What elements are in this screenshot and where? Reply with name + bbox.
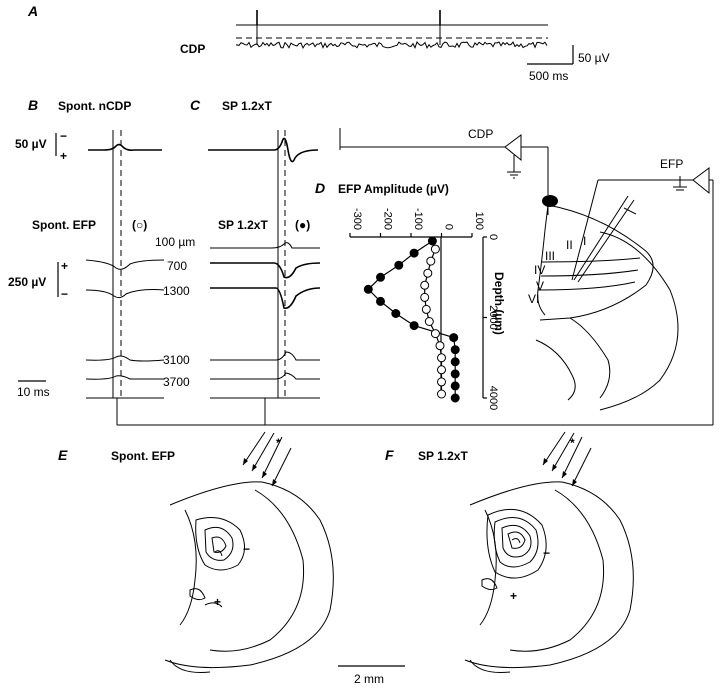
data-point-open-circle [421, 304, 431, 314]
panel-c-traces [208, 130, 321, 399]
cdp-electrode-icon [542, 195, 558, 207]
data-point-filled-circle [427, 236, 437, 246]
sp-efp-label: SP 1.2xT [218, 218, 268, 232]
x-tick-label: -100 [412, 208, 424, 230]
depth-label: 3700 [163, 375, 190, 389]
data-point-filled-circle [450, 357, 460, 367]
efp-amplifier-icon [598, 167, 714, 195]
data-point-open-circle [430, 329, 440, 339]
lamina-label: V [536, 279, 544, 293]
panel-b-title: Spont. nCDP [58, 99, 131, 113]
x-tick-label: 100 [473, 212, 485, 230]
x-tick-label: 0 [443, 224, 455, 230]
x-tick-label: -200 [382, 208, 394, 230]
x-tick-label: -300 [351, 208, 363, 230]
data-point-filled-circle [450, 369, 460, 379]
y-tick-label: 0 [487, 234, 499, 240]
data-point-open-circle [437, 389, 446, 399]
depth-label: 700 [167, 259, 187, 273]
y-axis-label: Depth (µm) [492, 272, 506, 335]
data-point-open-circle [437, 365, 446, 375]
cdp-trace-label: CDP [180, 42, 205, 56]
sign-plus-b: + [60, 149, 67, 163]
data-point-filled-circle [409, 248, 419, 258]
panel-label-b: B [28, 97, 38, 113]
data-point-filled-circle [450, 381, 460, 391]
data-point-filled-circle [363, 284, 373, 294]
y-tick-label: 2000 [487, 305, 499, 329]
data-point-open-circle [420, 292, 430, 302]
cdp-amplifier-icon [504, 134, 549, 195]
data-point-filled-circle [409, 321, 419, 331]
lamina-label: IV [534, 263, 545, 277]
data-point-open-circle [424, 317, 434, 326]
lamina-label: III [545, 249, 555, 263]
data-point-filled-circle [449, 333, 459, 343]
panel-f-section [464, 481, 634, 673]
recording-wires [116, 128, 714, 426]
scale-10ms: 10 ms [17, 385, 50, 399]
star-e: * [276, 436, 281, 450]
depth-label: 1300 [163, 284, 190, 298]
panel-a-traces [235, 10, 548, 50]
spinal-cord-section [535, 204, 679, 411]
depth-label: 3100 [163, 353, 190, 367]
spont-efp-label: Spont. EFP [32, 218, 96, 232]
panel-label-c: C [190, 97, 201, 113]
data-point-open-circle [423, 268, 433, 278]
data-point-open-circle [420, 280, 430, 290]
open-circle-marker: (○) [132, 218, 147, 232]
stimulus-arrows-e [242, 431, 292, 487]
star-f: * [570, 436, 575, 450]
y-tick-label: 4000 [487, 386, 499, 410]
scale-250uv: 250 µV [8, 275, 46, 289]
depth-label: 100 µm [155, 235, 195, 249]
data-point-filled-circle [394, 260, 404, 270]
data-point-open-circle [437, 353, 446, 363]
data-point-open-circle [435, 341, 445, 351]
data-point-open-circle [430, 244, 440, 254]
sign-minus-e: − [243, 542, 250, 556]
scale-500ms: 500 ms [529, 69, 568, 83]
scale-50uv: 50 µV [578, 51, 610, 65]
panel-label-e: E [58, 447, 68, 463]
efp-amplifier-label: EFP [660, 157, 683, 171]
scale-2mm-label: 2 mm [354, 672, 384, 686]
data-point-filled-circle [376, 296, 385, 306]
panel-e-section [164, 481, 334, 673]
panel-label-f: F [385, 447, 394, 463]
lamina-label: VI [528, 292, 539, 306]
sign-minus-f: − [543, 546, 550, 560]
data-point-filled-circle [450, 345, 460, 355]
scale-50uv-b: 50 µV [15, 137, 47, 151]
panel-label-d: D [315, 180, 325, 196]
microelectrode-icon [571, 179, 637, 283]
lamina-label: II [566, 238, 573, 252]
sign-minus-efp: − [61, 287, 68, 301]
data-point-open-circle [437, 377, 446, 387]
sign-plus-f: + [510, 589, 517, 603]
sign-plus-efp: + [61, 259, 68, 273]
filled-circle-marker: (●) [295, 218, 310, 232]
sign-plus-e: + [214, 595, 221, 609]
panel-b-traces [85, 130, 165, 399]
panel-f-title: SP 1.2xT [418, 449, 468, 463]
lamina-label: I [583, 234, 586, 248]
panel-label-a: A [27, 3, 38, 19]
series-line-filled-circle [367, 240, 456, 398]
chart-title: EFP Amplitude (µV) [338, 182, 449, 196]
data-point-open-circle [426, 256, 436, 266]
sign-minus-b: − [60, 129, 67, 143]
panel-e-title: Spont. EFP [111, 449, 175, 463]
cdp-amplifier-label: CDP [468, 127, 493, 141]
stimulus-arrows-f [542, 431, 592, 487]
data-point-filled-circle [376, 272, 385, 282]
data-point-filled-circle [450, 393, 460, 403]
data-point-filled-circle [391, 309, 401, 318]
panel-c-title: SP 1.2xT [222, 99, 272, 113]
